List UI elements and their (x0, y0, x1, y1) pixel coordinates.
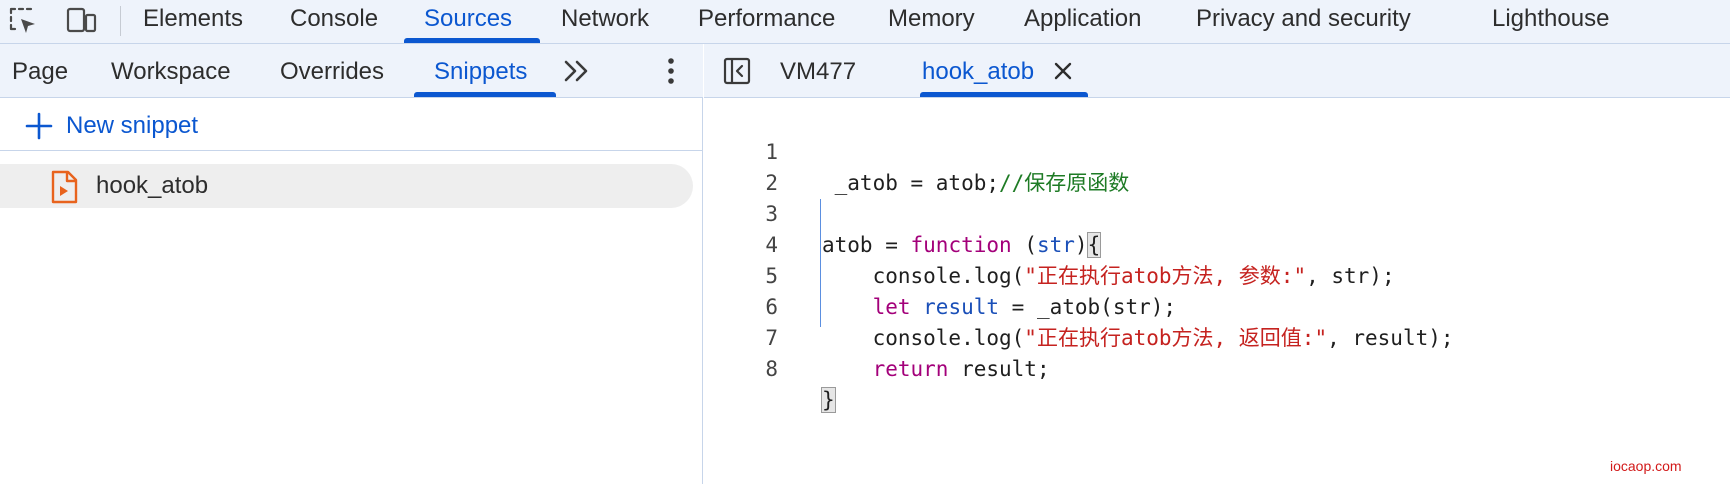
code-text: let result = _atob(str); (822, 295, 1177, 319)
divider (0, 150, 703, 151)
active-tab-indicator (920, 92, 1088, 97)
code-line: 2 (704, 137, 1730, 195)
code-text: console.log("正在执行atob方法, 返回值:", result); (822, 326, 1454, 350)
sources-navigator: Page Workspace Overrides Snippets New sn… (0, 44, 703, 484)
line-number: 6 (765, 295, 778, 319)
tab-console[interactable]: Console (290, 5, 379, 32)
code-line: 8 } (704, 323, 1730, 413)
line-number: 2 (765, 171, 778, 195)
tab-elements[interactable]: Elements (143, 5, 244, 32)
code-line: 1 _atob = atob;//保存原函数 (704, 106, 1730, 195)
code-editor[interactable]: 1 _atob = atob;//保存原函数 2 3 atob = functi… (704, 106, 1730, 466)
inspect-element-icon[interactable] (6, 4, 40, 38)
watermark: iocaop.com (1610, 458, 1682, 474)
snippet-file-item[interactable]: hook_atob (0, 164, 693, 208)
double-chevron-right-icon[interactable] (562, 58, 592, 84)
tab-performance[interactable]: Performance (698, 5, 836, 32)
tab-network[interactable]: Network (561, 5, 650, 32)
new-snippet-label: New snippet (66, 112, 199, 139)
indent-guide (820, 199, 821, 327)
active-tab-indicator (404, 38, 540, 43)
plus-icon (25, 112, 53, 140)
code-line: 6 console.log("正在执行atob方法, 返回值:", result… (704, 261, 1730, 350)
line-number: 1 (765, 140, 778, 164)
tab-overrides[interactable]: Overrides (280, 58, 385, 85)
tab-page[interactable]: Page (12, 58, 69, 85)
devtools-main-toolbar: Elements Console Sources Network Perform… (0, 0, 1730, 44)
code-line: 4 console.log("正在执行atob方法, 参数:", str); (704, 199, 1730, 288)
tab-workspace[interactable]: Workspace (111, 58, 231, 85)
line-number: 8 (765, 357, 778, 381)
code-text: return result; (822, 357, 1050, 381)
active-tab-indicator (414, 92, 556, 97)
line-number: 4 (765, 233, 778, 257)
code-line: 7 return result; (704, 292, 1730, 381)
tab-application[interactable]: Application (1024, 5, 1142, 32)
vertical-ellipsis-icon[interactable] (662, 56, 680, 86)
toolbar-separator (120, 6, 121, 36)
snippet-file-name: hook_atob (96, 172, 209, 199)
new-snippet-button[interactable]: New snippet (24, 106, 198, 146)
tab-lighthouse[interactable]: Lighthouse (1492, 5, 1610, 32)
code-line: 5 let result = _atob(str); (704, 230, 1730, 319)
tab-sources[interactable]: Sources (424, 5, 513, 32)
device-toolbar-icon[interactable] (64, 4, 98, 38)
line-number: 3 (765, 202, 778, 226)
tab-privacy-and-security[interactable]: Privacy and security (1196, 5, 1411, 32)
tab-snippets[interactable]: Snippets (434, 58, 528, 85)
line-number: 5 (765, 264, 778, 288)
code-text: console.log("正在执行atob方法, 参数:", str); (822, 264, 1395, 288)
snippet-file-icon (51, 170, 78, 204)
editor-tab-vm477[interactable]: VM477 (780, 58, 857, 85)
tab-memory[interactable]: Memory (888, 5, 975, 32)
code-text: _atob = atob;//保存原函数 (822, 171, 1130, 195)
editor-tab-bar: VM477 hook_atob (704, 44, 1730, 98)
line-number: 7 (765, 326, 778, 350)
code-editor-panel: VM477 hook_atob 1 _atob = atob;//保存原函数 2… (704, 44, 1730, 484)
editor-tab-hook-atob[interactable]: hook_atob (922, 58, 1035, 85)
toggle-navigator-icon[interactable] (722, 56, 752, 86)
code-line: 3 atob = function (str){ (704, 168, 1730, 258)
code-text: } (821, 387, 836, 413)
close-icon[interactable] (1050, 58, 1076, 84)
code-text: atob = function (str){ (822, 232, 1102, 258)
navigator-tabs: Page Workspace Overrides Snippets (0, 44, 703, 98)
